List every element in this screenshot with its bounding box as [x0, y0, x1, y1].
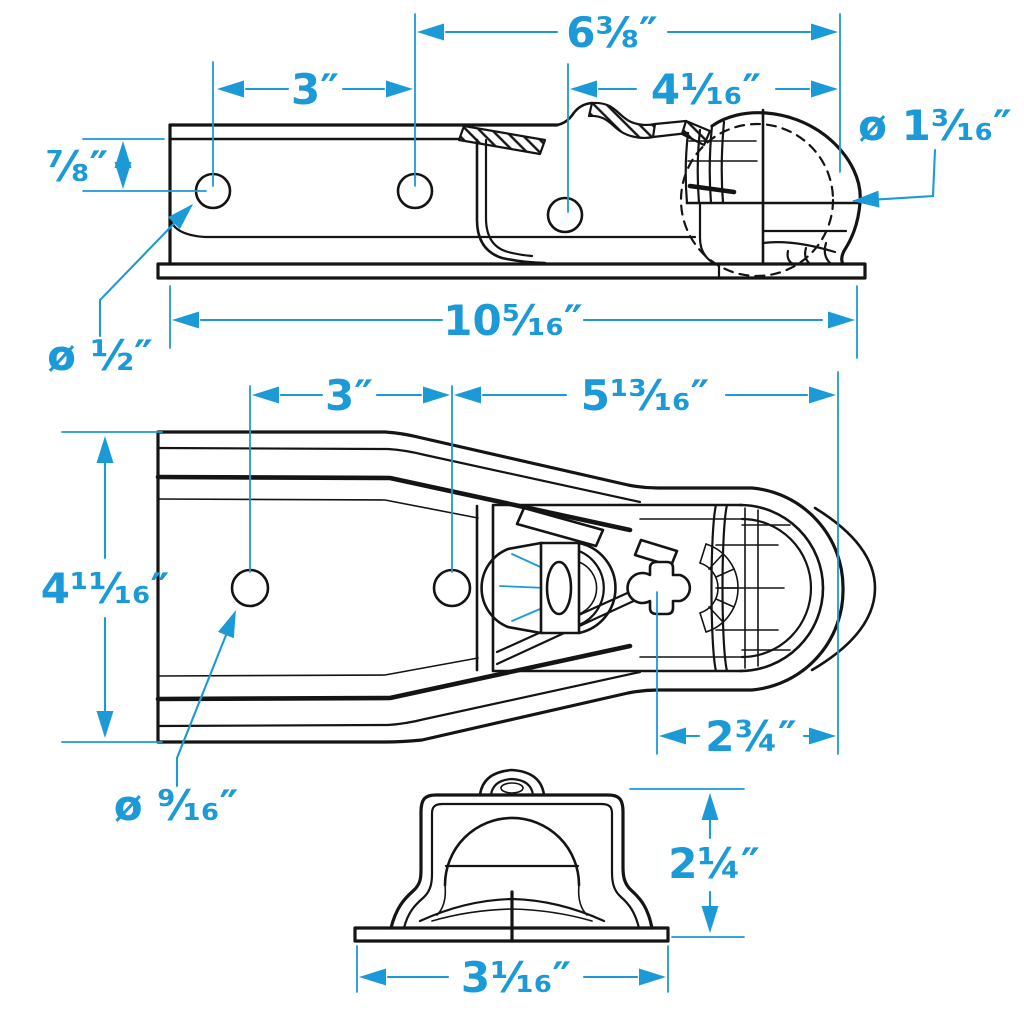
- ball-bottom-curve: [761, 241, 837, 254]
- arrowhead: [172, 311, 199, 329]
- nose-inner-arc-2: [740, 517, 813, 659]
- socket-front-ribs: [684, 120, 726, 205]
- dim-label-side-hole-spacing: 3″: [291, 65, 339, 114]
- tongue-curve: [555, 101, 594, 127]
- socket-wall-cells: [715, 524, 791, 651]
- dim-label-side-overall-top: 6⅜″: [566, 8, 657, 57]
- extension-lines: [82, 13, 858, 359]
- extension-lines: [356, 788, 745, 993]
- ball-bottom-legs: [786, 241, 833, 266]
- front-view: [353, 768, 670, 943]
- front-view-dimensions: 2¼″ 3¹⁄₁₆″: [356, 788, 760, 1002]
- dim-label-plan-width: 4¹¹⁄₁₆″: [41, 564, 170, 613]
- base-plate: [156, 262, 867, 280]
- ball-dome: [443, 816, 581, 887]
- arrowhead: [570, 80, 597, 98]
- plan-hole-1: [230, 568, 270, 608]
- knob-housing-arc: [577, 541, 617, 635]
- knob-left-arc: [480, 541, 543, 635]
- plan-view-dimensions: 3″ 5¹³⁄₁₆″ 4¹¹⁄₁₆″ 2¾″ ø ⁹⁄₁₆″: [41, 371, 839, 830]
- dim-label-plan-hole-spacing: 3″: [325, 371, 373, 420]
- hidden-ball-circle: [679, 122, 835, 278]
- arrowhead: [851, 190, 880, 210]
- arrowhead: [701, 793, 719, 820]
- arrowhead: [701, 906, 719, 933]
- leader-hole-diameter: [98, 204, 193, 338]
- plan-outline: [156, 430, 845, 744]
- arrowhead: [359, 968, 386, 986]
- side-view-dimensions: 6⅜″ 3″ 4¹⁄₁₆″ ⁷⁄₈″ ø 1³⁄₁₆″ ø ½″ 10⁵⁄₁₆″: [46, 8, 1012, 380]
- arrowhead: [809, 727, 836, 745]
- plan-front-wall: [475, 504, 495, 672]
- plan-top-line-1: [156, 446, 642, 504]
- top-cap-outer: [478, 768, 546, 797]
- nose-inner-arc-1: [738, 503, 825, 673]
- latch-section-hatch-2: [587, 101, 657, 139]
- arrowhead: [96, 436, 114, 463]
- channel-front-wall-inner: [484, 138, 534, 258]
- top-cap-detail: [500, 782, 524, 794]
- latch-section-hatch-3: [680, 119, 712, 147]
- leader-ball-diameter: [852, 148, 937, 203]
- dim-label-overall-length: 10⁵⁄₁₆″: [443, 296, 582, 345]
- dim-label-front-width: 3¹⁄₁₆″: [461, 953, 571, 1002]
- keyhole-slot: [626, 560, 692, 616]
- plan-bottom-thick-line: [155, 643, 633, 702]
- channel-front-wall: [475, 138, 547, 265]
- arrowhead: [423, 386, 450, 404]
- extension-lines: [61, 371, 839, 755]
- plan-top-line-2: [157, 498, 479, 519]
- dim-label-plan-hole-diameter: ø ⁹⁄₁₆″: [114, 781, 238, 830]
- plan-hole-2: [432, 568, 472, 608]
- lever-arm-1: [515, 506, 605, 548]
- plan-top-thick-line: [155, 474, 633, 533]
- arrowhead: [828, 311, 855, 329]
- arrowhead: [811, 80, 838, 98]
- mounting-hole-3: [546, 196, 584, 234]
- dim-label-ball-diameter: ø 1³⁄₁₆″: [858, 101, 1012, 150]
- channel-bottom-inner-line: [168, 216, 697, 239]
- arrowhead: [454, 386, 481, 404]
- plan-view: [155, 430, 877, 744]
- leader-plan-hole-diameter: [175, 613, 236, 788]
- socket-thick-edge: [687, 183, 737, 195]
- dim-label-front-height: 2¼″: [668, 839, 759, 888]
- knob-arc-2: [578, 561, 598, 615]
- top-cap-inner: [489, 777, 535, 797]
- hat-channel-outer: [389, 793, 654, 930]
- plan-bottom-line-2: [157, 657, 479, 677]
- dim-label-plan-nose-length: 5¹³⁄₁₆″: [581, 371, 710, 420]
- arrowhead: [217, 80, 244, 98]
- nose-lip-arc: [810, 506, 877, 672]
- side-view: [156, 101, 867, 280]
- arrowhead: [386, 80, 413, 98]
- latch-section-hatch-1: [457, 124, 547, 156]
- hat-channel-inner: [402, 802, 641, 930]
- dim-label-side-nose-length: 4¹⁄₁₆″: [651, 65, 761, 114]
- socket-grid-lines: [687, 140, 758, 162]
- dim-label-side-hole-drop: ⁷⁄₈″: [46, 142, 109, 191]
- plan-bottom-line-1: [156, 670, 642, 728]
- arrowhead: [659, 727, 686, 745]
- arrowhead: [809, 386, 836, 404]
- dim-label-keyhole-setback: 2¾″: [705, 712, 796, 761]
- arrowhead: [811, 23, 838, 41]
- arrowhead: [639, 968, 666, 986]
- arrowhead: [96, 711, 114, 738]
- ball-socket-outline: [710, 111, 862, 266]
- arrowhead: [417, 23, 444, 41]
- knob-arc-1: [577, 549, 605, 627]
- knob-oval: [545, 560, 573, 616]
- opening-edges: [491, 503, 744, 673]
- dome-edges: [436, 884, 588, 916]
- dim-label-side-hole-diameter: ø ½″: [47, 331, 153, 380]
- arrowhead: [252, 386, 279, 404]
